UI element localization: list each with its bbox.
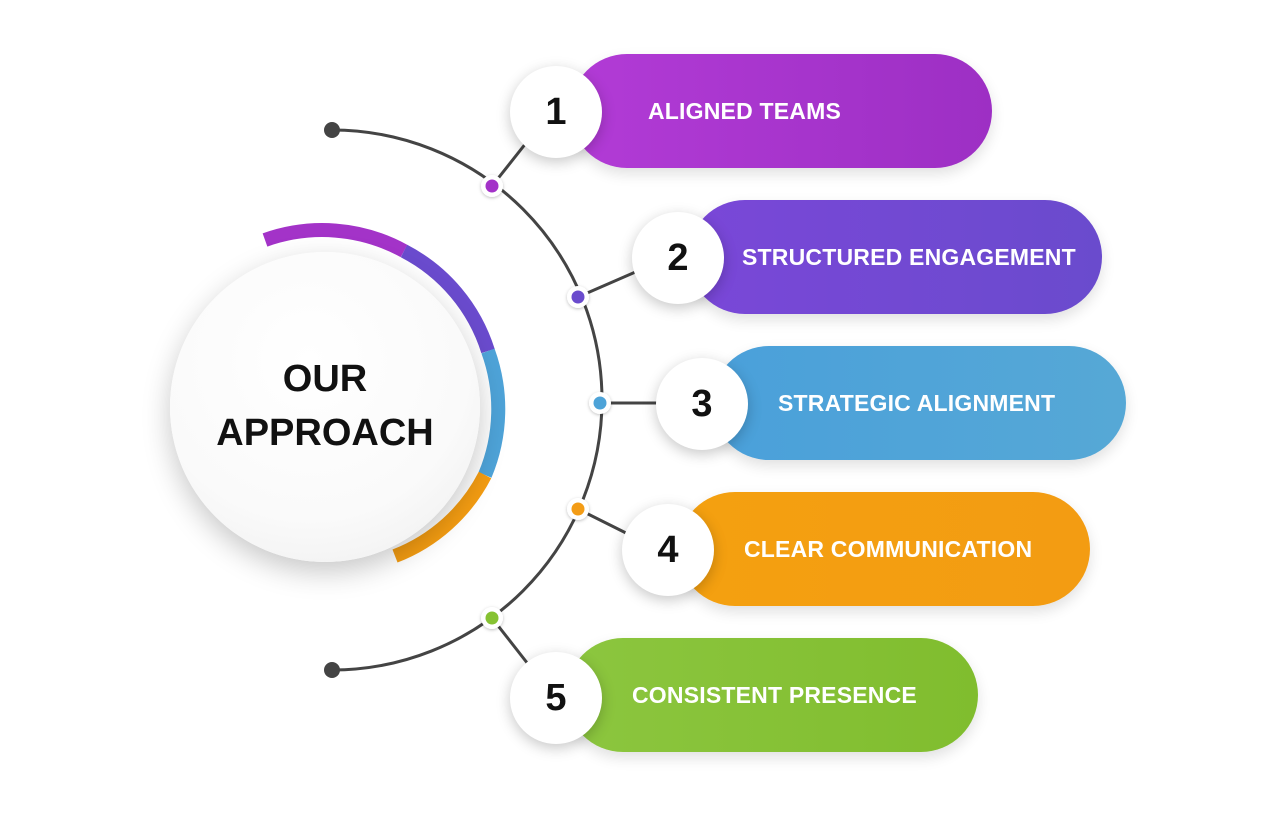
- center-title: OUR APPROACH: [170, 352, 480, 460]
- arc-end-bottom: [324, 662, 340, 678]
- center-circle: OUR APPROACH: [170, 252, 480, 562]
- ring-segment-blue: [478, 348, 506, 478]
- step-label-4: CLEAR COMMUNICATION: [744, 536, 1033, 562]
- step-label-1: ALIGNED TEAMS: [648, 98, 841, 124]
- step-pill-1: ALIGNED TEAMS: [570, 54, 992, 168]
- step-label-3: STRATEGIC ALIGNMENT: [778, 390, 1056, 416]
- step-pill-5: CONSISTENT PRESENCE: [566, 638, 978, 752]
- connector-2: [577, 268, 641, 299]
- ring-segment-violet: [400, 244, 495, 354]
- step-number-5: 5: [510, 652, 602, 744]
- center-title-line2: APPROACH: [216, 412, 434, 454]
- step-number-2: 2: [632, 212, 724, 304]
- center-title-line1: OUR: [282, 358, 368, 400]
- step-number-4: 4: [622, 504, 714, 596]
- step-pill-4: CLEAR COMMUNICATION: [678, 492, 1090, 606]
- step-number-3: 3: [656, 358, 748, 450]
- step-label-5: CONSISTENT PRESENCE: [632, 682, 917, 708]
- ring-segment-purple: [262, 223, 408, 258]
- step-pill-2: STRUCTURED ENGAGEMENT: [688, 200, 1102, 314]
- step-pill-3: STRATEGIC ALIGNMENT: [712, 346, 1126, 460]
- arc-end-top: [324, 122, 340, 138]
- step-number-1: 1: [510, 66, 602, 158]
- ring-segment-orange: [392, 471, 492, 563]
- step-label-2: STRUCTURED ENGAGEMENT: [742, 244, 1076, 270]
